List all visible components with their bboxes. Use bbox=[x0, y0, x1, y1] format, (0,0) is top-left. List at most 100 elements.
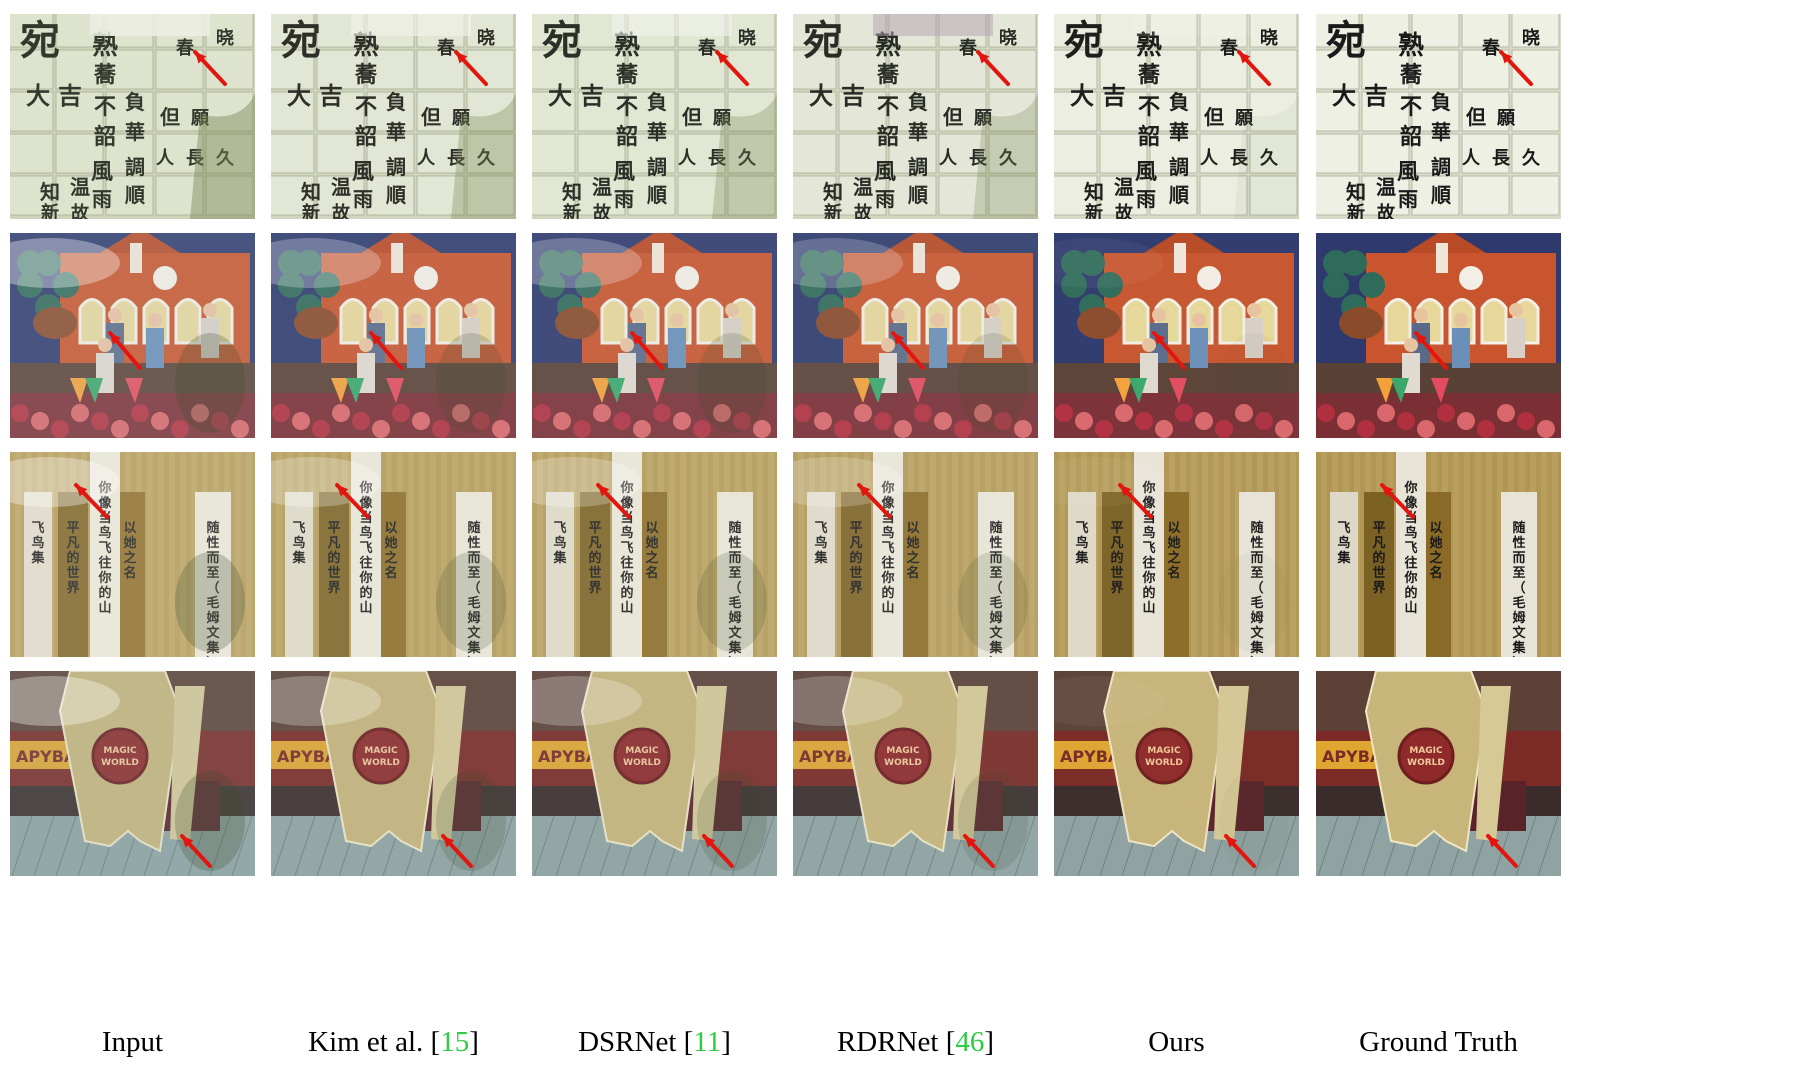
calligraphy-char: 華 bbox=[908, 120, 928, 144]
image-church-dsrnet bbox=[532, 233, 777, 438]
calligraphy-char: 宛 bbox=[281, 17, 321, 64]
book-title-char: 凡 bbox=[66, 536, 79, 551]
book-title-char: 飞 bbox=[31, 521, 44, 536]
calligraphy-char: 調 bbox=[386, 155, 406, 179]
book-title-char: 随 bbox=[206, 520, 219, 536]
book-title-char: 至 bbox=[1512, 566, 1525, 581]
book-title-char: 毛 bbox=[467, 595, 480, 611]
calligraphy-char: 新 bbox=[302, 202, 320, 219]
book-title-char: ） bbox=[467, 655, 480, 657]
calligraphy-char: 吉 bbox=[841, 81, 865, 110]
calligraphy-char: 吉 bbox=[1364, 81, 1388, 110]
book-title-char: 你 bbox=[619, 480, 633, 496]
book-title-char: 文 bbox=[989, 625, 1003, 641]
image-church-ours bbox=[1054, 233, 1299, 438]
calligraphy-char: 新 bbox=[563, 202, 581, 219]
book-title-char: ） bbox=[989, 655, 1002, 657]
book-title-char: 她 bbox=[1429, 535, 1442, 551]
calligraphy-char: 故 bbox=[1115, 202, 1134, 219]
image-calligraphy-gt: 宛熟蕎春晓大吉不負韶華風調雨順但願人長久知新温故 bbox=[1316, 14, 1561, 219]
book-title-char: 随 bbox=[728, 520, 741, 536]
book-title-char: 名 bbox=[1429, 565, 1442, 581]
image-calligraphy-ours: 宛熟蕎春晓大吉不負韶華風調雨順但願人長久知新温故 bbox=[1054, 14, 1299, 219]
calligraphy-char: 但 bbox=[1204, 105, 1224, 129]
red-arrow-icon bbox=[1224, 834, 1256, 868]
calligraphy-char: 晓 bbox=[477, 28, 495, 49]
book-title-char: 文 bbox=[1512, 625, 1526, 641]
book-title-char: 界 bbox=[327, 580, 340, 596]
caption-label: Ground Truth bbox=[1359, 1026, 1518, 1058]
book-title-char: 名 bbox=[123, 565, 136, 581]
calligraphy-char: 大 bbox=[1332, 81, 1356, 110]
book-title-char: 往 bbox=[1142, 555, 1155, 571]
calligraphy-char: 蕎 bbox=[354, 62, 378, 88]
calligraphy-char: 韶 bbox=[355, 124, 377, 150]
calligraphy-char: 久 bbox=[477, 147, 496, 169]
book-title-char: 的 bbox=[327, 550, 340, 566]
book-title-char: 鸟 bbox=[1075, 535, 1088, 551]
book-title-char: 凡 bbox=[849, 536, 862, 551]
book-title-char: 世 bbox=[588, 565, 601, 581]
calligraphy-char: 熟 bbox=[1398, 30, 1424, 61]
calligraphy-char: 願 bbox=[1235, 108, 1254, 129]
red-arrow-icon bbox=[454, 50, 488, 86]
book-title-char: 飞 bbox=[1404, 541, 1417, 556]
book-title-char: 你 bbox=[619, 570, 633, 586]
book-title-char: 名 bbox=[384, 565, 397, 581]
citation-ref[interactable]: 15 bbox=[440, 1026, 470, 1058]
seal-text-bottom: WORLD bbox=[1145, 758, 1183, 768]
book-title-char: 而 bbox=[206, 551, 219, 566]
book-title-char: 飞 bbox=[1142, 541, 1155, 556]
citation-ref[interactable]: 11 bbox=[693, 1026, 722, 1058]
book-title-char: 平 bbox=[1110, 521, 1123, 536]
calligraphy-char: 不 bbox=[616, 94, 638, 120]
calligraphy-char: 晓 bbox=[999, 28, 1017, 49]
book-title-char: 的 bbox=[98, 585, 111, 601]
red-arrow-icon bbox=[441, 834, 473, 868]
calligraphy-char: 春 bbox=[1482, 37, 1501, 59]
calligraphy-char: 長 bbox=[1492, 148, 1511, 169]
calligraphy-char: 温 bbox=[853, 175, 873, 199]
book-title-char: 鸟 bbox=[98, 525, 111, 541]
calligraphy-char: 人 bbox=[156, 148, 175, 169]
red-arrow-icon bbox=[1380, 483, 1415, 519]
calligraphy-char: 華 bbox=[125, 120, 145, 144]
calligraphy-char: 順 bbox=[386, 183, 407, 207]
calligraphy-char: 雨 bbox=[875, 187, 895, 211]
book-title-char: （ bbox=[989, 580, 1002, 596]
caption-label: Ours bbox=[1148, 1026, 1205, 1058]
book-title-char: 以 bbox=[645, 521, 658, 536]
book-title-char: 集 bbox=[1249, 640, 1264, 656]
book-title-char: 你 bbox=[1141, 480, 1155, 496]
calligraphy-char: 願 bbox=[191, 108, 210, 129]
red-arrow-icon bbox=[193, 50, 227, 86]
book-title-char: 鸟 bbox=[1142, 525, 1155, 541]
image-calligraphy-rdrnet: 宛熟蕎春晓大吉不負韶華風調雨順但願人長久知新温故 bbox=[793, 14, 1038, 219]
book-title-char: 世 bbox=[1372, 565, 1385, 581]
book-title-char: 界 bbox=[1372, 580, 1385, 596]
calligraphy-char: 調 bbox=[1431, 155, 1451, 179]
calligraphy-char: 知 bbox=[823, 180, 843, 204]
book-title-char: 姆 bbox=[1250, 610, 1263, 626]
book-title-char: 姆 bbox=[1512, 610, 1525, 626]
book-title-char: 平 bbox=[588, 521, 601, 536]
book-title-char: 往 bbox=[881, 555, 894, 571]
calligraphy-char: 宛 bbox=[1326, 17, 1366, 64]
book-title-char: （ bbox=[206, 580, 219, 596]
book-title-char: 毛 bbox=[1250, 595, 1263, 611]
book-title-char: 性 bbox=[989, 535, 1002, 551]
book-title-char: 的 bbox=[620, 585, 633, 601]
citation-ref[interactable]: 46 bbox=[955, 1026, 985, 1058]
calligraphy-char: 春 bbox=[437, 37, 456, 59]
book-title-char: 之 bbox=[384, 550, 397, 566]
calligraphy-char: 風 bbox=[613, 159, 635, 185]
seal-text-top: MAGIC bbox=[625, 746, 659, 756]
book-title-char: 文 bbox=[1250, 625, 1264, 641]
book-title-char: 山 bbox=[1142, 600, 1155, 616]
book-title-char: 世 bbox=[327, 565, 340, 581]
calligraphy-char: 風 bbox=[91, 159, 113, 185]
